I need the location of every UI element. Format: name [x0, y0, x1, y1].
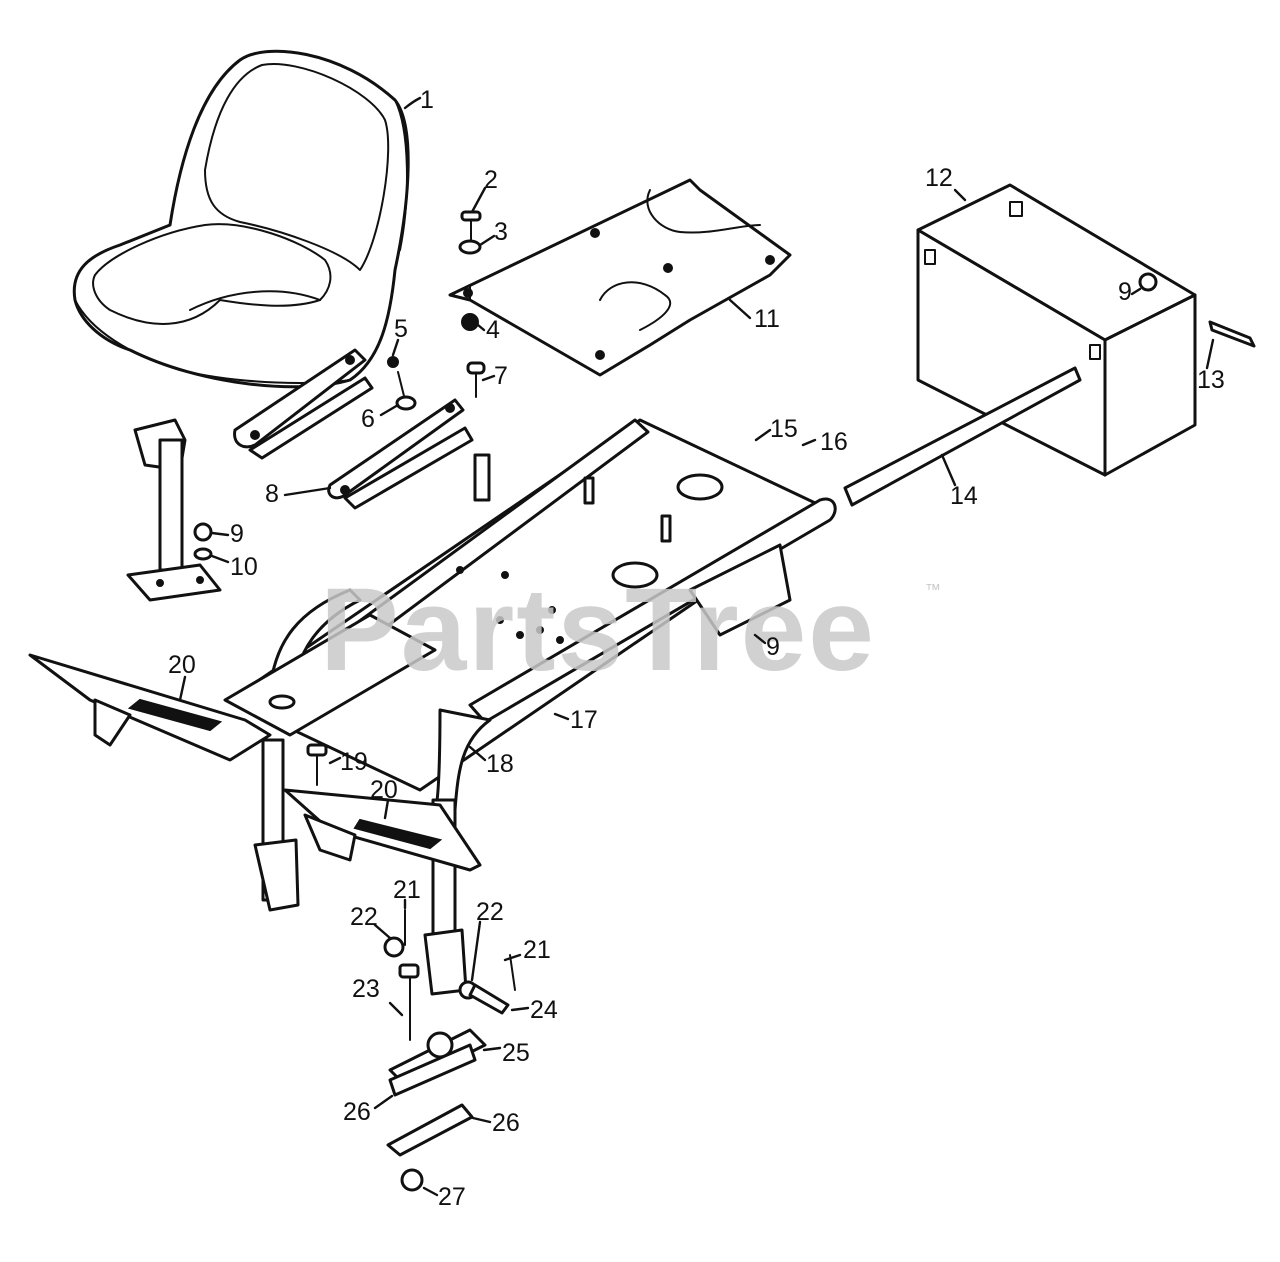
callout-12: 12: [925, 164, 953, 192]
callout-22-right: 22: [476, 898, 504, 926]
callout-2: 2: [484, 166, 498, 194]
callout-5: 5: [394, 315, 408, 343]
callout-18: 18: [486, 750, 514, 778]
callout-3: 3: [494, 218, 508, 246]
main-frame-part: [223, 418, 837, 996]
callout-17: 17: [570, 706, 598, 734]
partstree-watermark: PartsTree ™: [320, 564, 941, 696]
footrest-left-part: [28, 653, 272, 762]
callout-24: 24: [530, 996, 558, 1024]
callout-6: 6: [361, 405, 375, 433]
callout-9-battery: 9: [1118, 278, 1132, 306]
seat-bracket-part: [233, 348, 474, 510]
callout-21-right: 21: [523, 936, 551, 964]
callout-13: 13: [1197, 366, 1225, 394]
callout-1: 1: [420, 86, 434, 114]
leader-lines: [178, 96, 1215, 1197]
callout-16: 16: [820, 428, 848, 456]
seat-part: [72, 49, 410, 389]
callout-9-frame: 9: [766, 633, 780, 661]
battery-support-part: [843, 366, 1082, 507]
battery-box-part: [916, 183, 1256, 477]
footrest-right-part: [283, 788, 482, 872]
callout-25: 25: [502, 1039, 530, 1067]
watermark-trademark: ™: [925, 582, 941, 599]
callout-labels: 1 2 3 4 5 6 7 8 9 9 9 10 11 12 13 14 15 …: [168, 86, 1225, 1211]
callout-8: 8: [265, 480, 279, 508]
watermark-brand: PartsTree: [320, 564, 876, 696]
callout-14: 14: [950, 482, 978, 510]
callout-27: 27: [438, 1183, 466, 1211]
callout-26-lower: 26: [492, 1109, 520, 1137]
callout-10: 10: [230, 553, 258, 581]
callout-20-left: 20: [168, 651, 196, 679]
callout-11: 11: [754, 305, 780, 333]
callout-26-upper: 26: [343, 1098, 371, 1126]
callout-7: 7: [494, 362, 508, 390]
callout-21-left: 21: [393, 876, 421, 904]
callout-20-right: 20: [370, 776, 398, 804]
seat-hinge-plate-part: [448, 178, 792, 377]
seat-post-part: [126, 418, 222, 602]
callout-22-left: 22: [350, 903, 378, 931]
seat-hardware: [387, 210, 486, 411]
callout-9-post: 9: [230, 520, 244, 548]
callout-23: 23: [352, 975, 380, 1003]
callout-4: 4: [486, 316, 500, 344]
callout-15: 15: [770, 415, 798, 443]
lower-hardware: [306, 743, 516, 1192]
callout-19: 19: [340, 748, 368, 776]
